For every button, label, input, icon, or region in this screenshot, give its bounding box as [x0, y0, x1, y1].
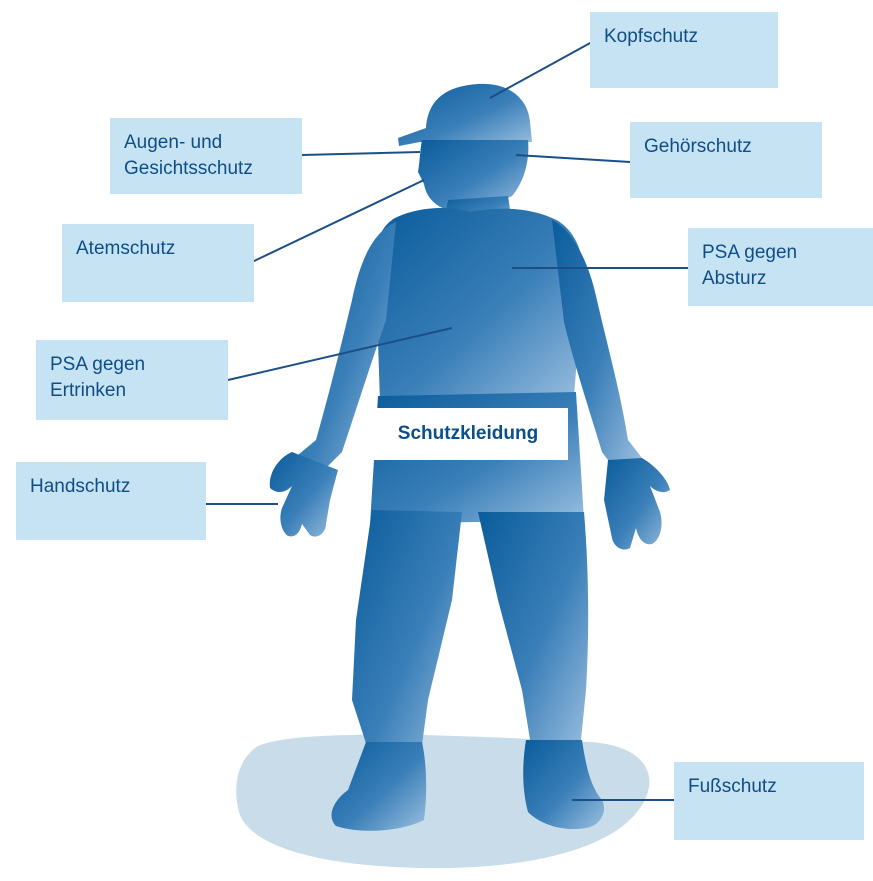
label-hearing-protection-text: Gehörschutz	[644, 136, 752, 157]
label-hearing-protection: Gehörschutz	[630, 122, 822, 198]
label-drowning-protection-text: PSA gegen Ertrinken	[50, 354, 146, 401]
label-foot-protection: Fußschutz	[674, 762, 864, 840]
label-drowning-protection: PSA gegen Ertrinken	[36, 340, 228, 420]
leader-line-respiratory	[251, 179, 425, 263]
leader-line-drowning	[227, 327, 453, 381]
label-hand-protection: Handschutz	[16, 462, 206, 540]
label-respiratory-protection: Atemschutz	[62, 224, 254, 302]
label-eye-face-protection: Augen- und Gesichtsschutz	[110, 118, 302, 194]
label-fall-protection-text: PSA gegen Absturz	[702, 242, 798, 289]
label-eye-face-protection-text: Augen- und Gesichtsschutz	[124, 132, 253, 179]
label-foot-protection-text: Fußschutz	[688, 776, 777, 797]
label-fall-protection: PSA gegen Absturz	[688, 228, 873, 306]
leader-lines	[206, 41, 688, 801]
leader-line-head	[489, 41, 593, 99]
label-hand-protection-text: Handschutz	[30, 476, 131, 497]
label-protective-clothing: Schutzkleidung	[368, 408, 568, 460]
leader-line-eye-face	[301, 151, 421, 156]
label-respiratory-protection-text: Atemschutz	[76, 238, 176, 259]
leader-line-hearing	[515, 154, 631, 163]
label-head-protection-text: Kopfschutz	[604, 26, 698, 47]
label-protective-clothing-text: Schutzkleidung	[397, 423, 539, 444]
label-head-protection: Kopfschutz	[590, 12, 778, 88]
